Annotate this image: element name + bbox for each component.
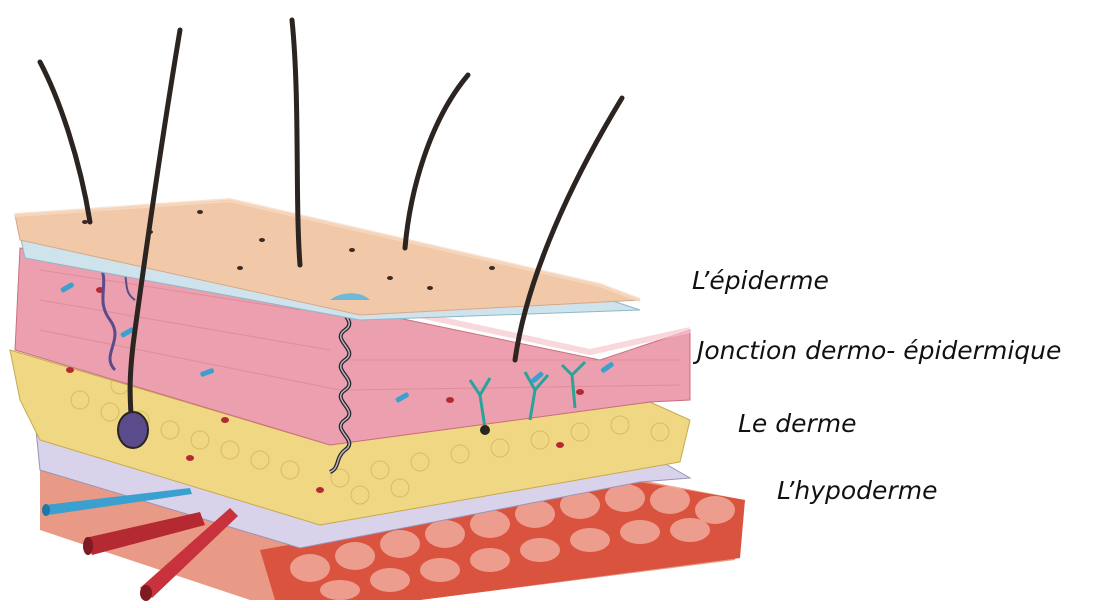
label-dermis: Le derme bbox=[738, 411, 857, 436]
label-dermo-epidermal-junction: Jonction dermo- épidermique bbox=[697, 338, 1061, 363]
label-hypodermis: L’hypoderme bbox=[777, 478, 937, 503]
hair-follicle bbox=[118, 412, 148, 448]
label-epidermis: L’épiderme bbox=[692, 268, 829, 293]
